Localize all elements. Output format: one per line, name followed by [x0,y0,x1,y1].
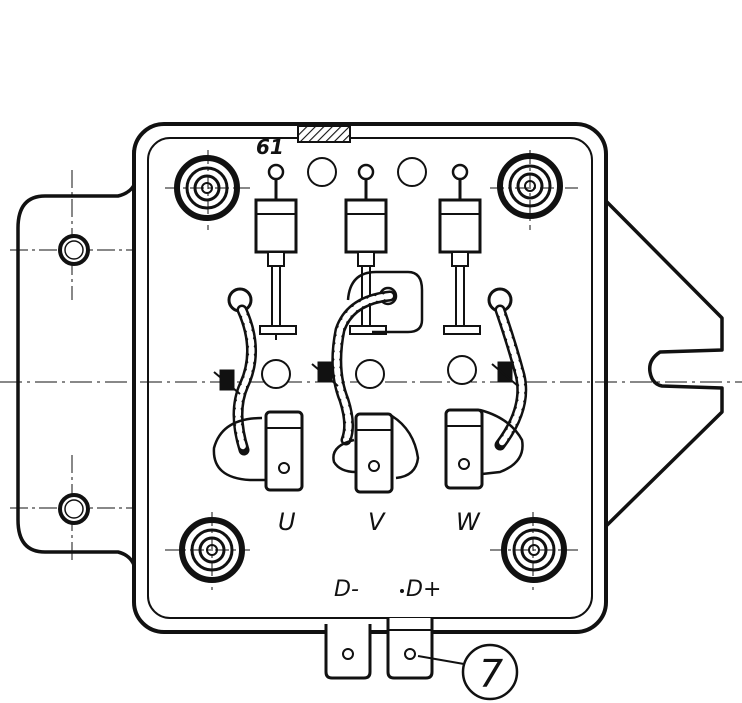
top-hole-right [397,157,427,187]
top-hole-left [307,157,337,187]
insulating-pad-w [479,408,524,476]
phase-label-w: W [456,508,481,536]
insulating-pad-u [212,416,270,482]
corner-nut-bottom-right [501,517,567,583]
terminal-d-minus-label: D- [334,577,359,602]
stator-lead-u [232,304,258,456]
terminal-v [354,412,394,494]
clamp-screw-v [311,361,339,387]
stator-lead-w [494,304,528,451]
plate-inner [147,137,593,619]
center-hole-middle [355,359,385,389]
callout-number: 7 [479,652,503,696]
center-hole-right [447,355,477,385]
phase-label-v: V [368,508,386,536]
corner-nut-bottom-left [179,517,245,583]
flange-hole-top [58,234,90,266]
insulating-pad-v [332,414,420,480]
corner-nut-top-left [174,155,240,221]
clamp-screw-w [491,361,519,387]
center-hole-left [261,359,291,389]
right-mounting-flange [598,193,724,534]
middle-lead-bracket [346,270,424,334]
label-dot [400,589,404,593]
terminal-61-block [297,125,351,143]
flange-hole-bottom [58,493,90,525]
terminal-w [444,408,484,490]
terminal-d-plus-label: D+ [406,577,441,602]
diode-middle [344,163,388,335]
terminal-61-label: 61 [256,135,284,159]
terminal-d-minus-tab [324,624,372,680]
clamp-screw-u [213,369,241,395]
callout-leader [417,655,465,665]
left-mounting-flange [16,150,136,598]
corner-nut-top-right [497,153,563,219]
terminal-d-plus-tab [386,618,434,680]
terminal-u [264,410,304,492]
diode-right [438,163,482,335]
phase-label-u: U [278,508,296,536]
diode-left [254,163,298,340]
callout-circle [461,643,519,701]
stator-lead-v [331,290,396,446]
